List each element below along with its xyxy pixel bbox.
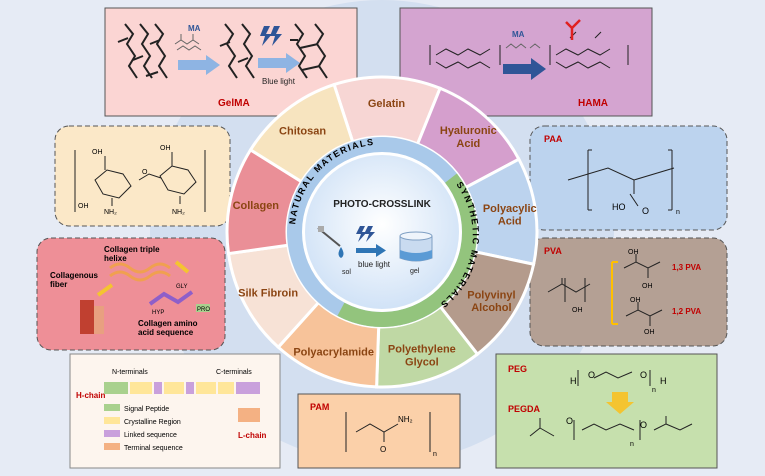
legend-swatch [104, 443, 120, 450]
pegda-o-1: O [566, 416, 573, 426]
peg-n: n [652, 387, 656, 394]
c-terminals-label: C-terminals [216, 369, 252, 376]
pva-panel: PVA OH OH OH OH OH 1,3 PVA 1,2 PVA [529, 237, 728, 347]
chitosan-nh2-1: NH₂ [104, 209, 117, 216]
paa-n: n [676, 209, 680, 216]
peg-o-2: O [640, 370, 647, 380]
pva-bracket [611, 261, 618, 325]
segment-label: Collagen [233, 200, 280, 212]
triple-helix-icon [109, 262, 171, 282]
pro-label: PRO [197, 307, 210, 313]
peg-panel: PEG PEGDA H O O H n O O n [495, 353, 718, 469]
gelma-ma-label: MA [188, 24, 201, 33]
peg-h-1: H [570, 376, 577, 386]
hyp-label: HYP [152, 310, 164, 316]
segment-label: Silk Fibroin [238, 288, 298, 300]
legend-swatch [104, 404, 120, 411]
pam-nh2: NH₂ [398, 415, 413, 424]
segment-label: Chitosan [279, 125, 326, 137]
silk-chain-panel: N-terminals C-terminals H-chain Signal P… [69, 353, 281, 469]
chitosan-panel: OH OH OH NH₂ NH₂ O [54, 125, 231, 227]
paa-title: PAA [544, 134, 563, 144]
sol-drop-icon [338, 247, 344, 258]
paa-o: O [642, 206, 649, 216]
l-chain-bar [238, 408, 260, 422]
legend-label: Linked sequence [124, 432, 177, 439]
sol-label: sol [342, 269, 351, 276]
synthetic-ring [337, 173, 478, 327]
pva-12-label: 1,2 PVA [672, 307, 701, 316]
gly-label: GLY [176, 284, 188, 290]
legend-label: Crystalline Region [124, 419, 181, 426]
syringe-icon [317, 226, 341, 247]
gel-beaker-icon [399, 231, 433, 262]
gelma-title: GelMA [218, 98, 250, 109]
arrow-ma [178, 60, 206, 70]
pva-13-label: 1,3 PVA [672, 263, 701, 272]
legend-swatch [104, 430, 120, 437]
legend-label: Signal Peptide [124, 406, 169, 413]
pva-oh-1: OH [572, 307, 583, 314]
l-chain-label: L-chain [238, 431, 267, 440]
h-chain-bar [104, 382, 260, 394]
legend-label: Terminal sequence [124, 445, 183, 452]
peg-arrow [606, 392, 634, 414]
segment-label: Polyacrylamide [293, 347, 374, 359]
hama-label: HAMA [578, 98, 608, 109]
chitosan-nh2-2: NH₂ [172, 209, 185, 216]
peg-title: PEG [508, 364, 527, 374]
fiber-icon [80, 300, 94, 334]
center-title: PHOTO-CROSSLINK [333, 199, 431, 210]
arrow-hama [503, 64, 531, 74]
lightning-icon [260, 26, 282, 46]
center-disc [305, 155, 459, 309]
chitosan-oh-3: OH [78, 203, 89, 210]
pam-panel: PAM NH₂ O n [297, 393, 461, 469]
hama-ma-label: MA [512, 30, 525, 39]
gel-label: gel [410, 268, 420, 275]
pva-oh-2: OH [628, 249, 639, 256]
blue-light-icon [356, 226, 375, 242]
center-arrow [356, 248, 376, 253]
chitosan-oh-1: OH [92, 149, 103, 156]
chitosan-oh-2: OH [160, 145, 171, 152]
legend-swatch [104, 417, 120, 424]
peg-h-2: H [660, 376, 667, 386]
pam-n: n [433, 451, 437, 458]
pva-oh-4: OH [630, 297, 641, 304]
amino-chain-icon [148, 290, 194, 306]
pva-oh-3: OH [642, 283, 653, 290]
chitosan-o: O [142, 169, 148, 176]
peg-o-1: O [588, 370, 595, 380]
pegda-n: n [630, 441, 634, 448]
n-terminals-label: N-terminals [112, 369, 148, 376]
pva-title: PVA [544, 246, 562, 256]
pam-title: PAM [310, 402, 329, 412]
pva-oh-5: OH [644, 329, 655, 336]
methacrylate-group-icon [565, 19, 581, 40]
pegda-title: PEGDA [508, 404, 541, 414]
blue-light-label: blue light [358, 260, 391, 269]
paa-panel: PAA HO O n [529, 125, 728, 231]
paa-ho: HO [612, 202, 626, 212]
segment-label: Gelatin [368, 98, 406, 110]
gelma-blue-light-label: Blue light [262, 77, 296, 86]
pegda-o-2: O [640, 420, 647, 430]
pam-o: O [380, 445, 386, 454]
h-chain-label: H-chain [76, 391, 105, 400]
